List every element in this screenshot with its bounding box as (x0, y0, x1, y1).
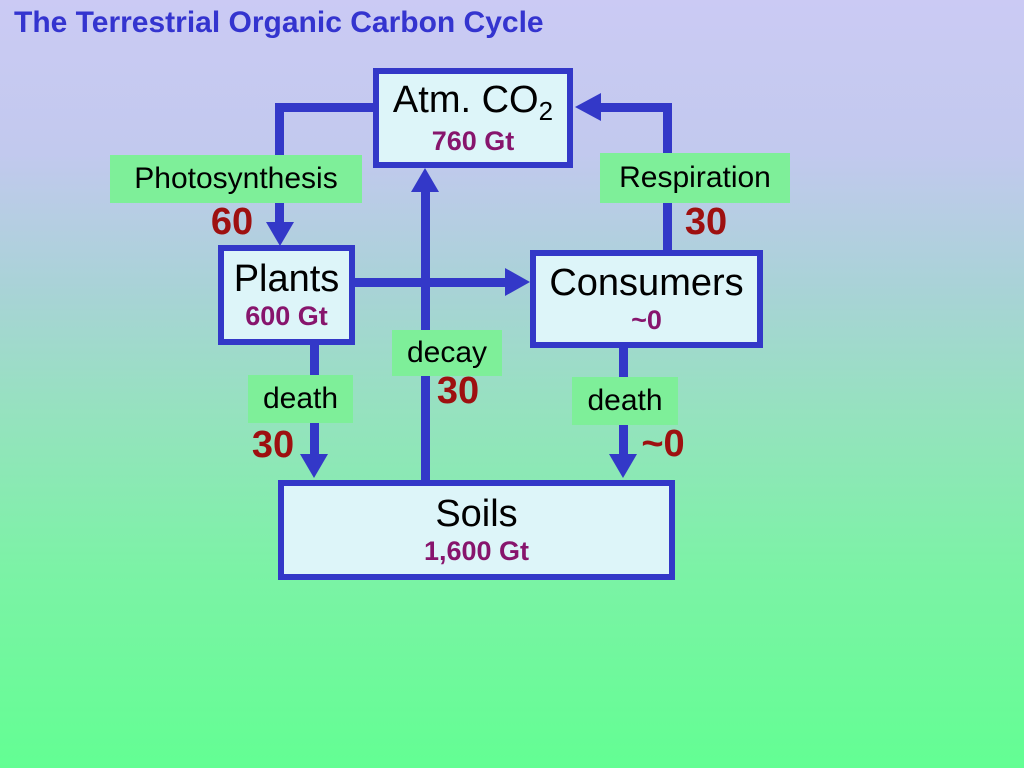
consumers-death-label-text: death (587, 384, 663, 417)
plants-death-label-text: death (262, 382, 339, 415)
consumers-box-label: Consumers (549, 261, 744, 304)
respiration-label-text: Respiration (619, 161, 771, 194)
consumers-box-value: ~0 (631, 304, 662, 335)
photosynthesis-label-text: Photosynthesis (134, 162, 338, 195)
respiration-label: Respiration (600, 153, 790, 203)
atmosphere-co2-box-value: 760 Gt (431, 125, 515, 156)
consumers-death-arrowhead-icon (609, 454, 637, 478)
consumers-death-flux-value: ~0 (641, 423, 685, 465)
plants-death-label: death (248, 375, 353, 423)
decay-label: decay (392, 330, 502, 376)
plants-box-label: Plants (233, 257, 340, 300)
decay-flux-value: 30 (436, 370, 480, 412)
consumers-death-label: death (572, 377, 678, 425)
atmosphere-co2-box: Atm. CO2 760 Gt (373, 68, 573, 168)
soils-box: Soils 1,600 Gt (278, 480, 675, 580)
respiration-arrow-horizontal (600, 103, 672, 112)
soils-box-label: Soils (435, 492, 518, 535)
respiration-flux-value: 30 (684, 201, 728, 243)
consumers-box: Consumers ~0 (530, 250, 763, 348)
atmosphere-co2-box-label-text: Atm. CO (392, 78, 539, 121)
decay-label-text: decay (406, 336, 488, 369)
photosynthesis-label: Photosynthesis (110, 155, 362, 203)
photosynthesis-flux-value: 60 (210, 201, 254, 243)
atmosphere-co2-box-label: Atm. CO2 (392, 78, 554, 126)
plants-to-consumers-arrow (355, 278, 507, 287)
plants-box-value: 600 Gt (245, 300, 328, 331)
soils-box-value: 1,600 Gt (423, 535, 530, 566)
plants-to-consumers-arrowhead-icon (505, 268, 530, 296)
respiration-arrowhead-icon (575, 93, 601, 121)
atmosphere-co2-subscript: 2 (538, 95, 554, 126)
plants-box: Plants 600 Gt (218, 245, 355, 345)
decay-arrowhead-icon (411, 168, 439, 192)
plants-death-arrowhead-icon (300, 454, 328, 478)
photosynthesis-arrow-horizontal (278, 103, 373, 112)
slide-title: The Terrestrial Organic Carbon Cycle (14, 6, 544, 39)
photosynthesis-arrowhead-icon (266, 222, 294, 246)
plants-death-flux-value: 30 (251, 424, 295, 466)
